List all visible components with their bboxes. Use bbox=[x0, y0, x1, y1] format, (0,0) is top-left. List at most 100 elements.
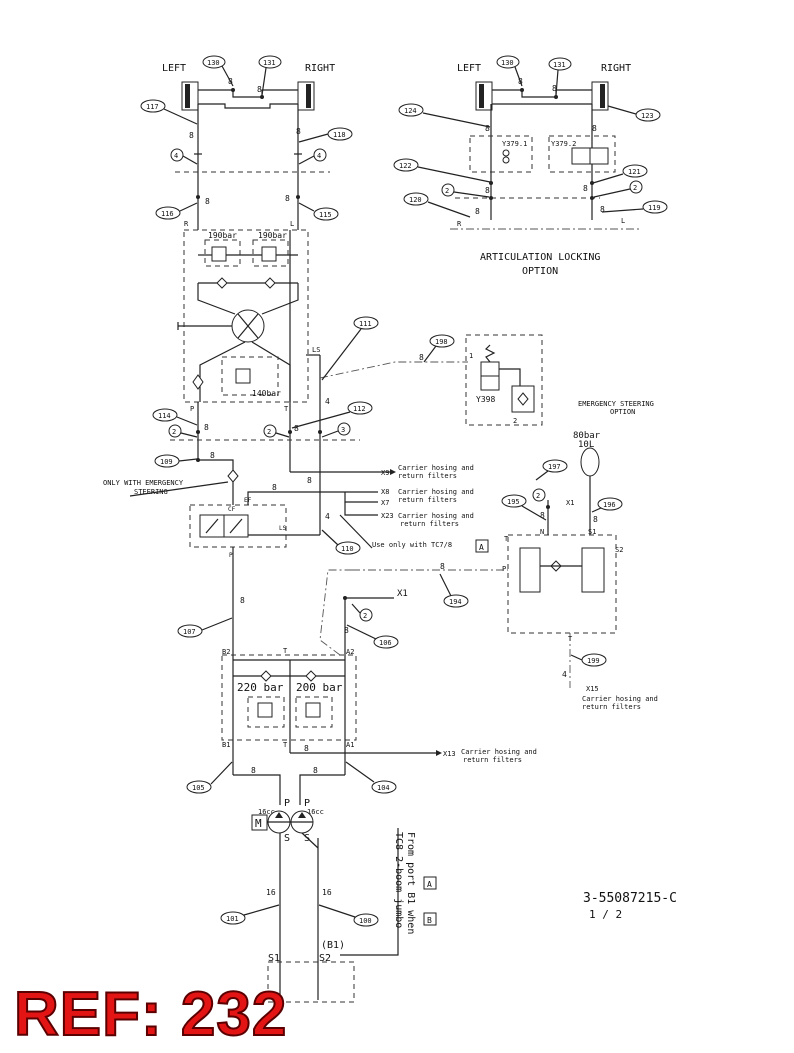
port-N: N bbox=[540, 528, 544, 536]
main-relief-block: B2 A2 B1 A1 T T 220 bar 200 bar 8 X13 Ca… bbox=[221, 569, 537, 775]
bubble-117 bbox=[140, 99, 166, 113]
bubble-198-text: 198 bbox=[435, 338, 448, 346]
x8-text-2: return filters bbox=[398, 496, 457, 504]
bubble-115 bbox=[313, 207, 339, 221]
port-T: T bbox=[283, 741, 288, 749]
hose-size-label: 4 bbox=[325, 397, 330, 406]
conn-x23: X23 bbox=[381, 512, 394, 520]
bubble-199-text: 199 bbox=[587, 657, 600, 665]
accumulator-volume: 10L bbox=[578, 440, 594, 450]
bubble-114-text: 114 bbox=[158, 412, 171, 420]
pump-displacement-right: 16cc bbox=[307, 808, 324, 816]
orbitrol-relief-pressure: 140bar bbox=[252, 389, 281, 398]
hose-size-label: 8 bbox=[257, 85, 262, 94]
port-T: T bbox=[568, 635, 573, 643]
relief-valve-left bbox=[211, 246, 227, 262]
bubble-122-text: 122 bbox=[399, 162, 412, 170]
bubble-4-text: 4 bbox=[317, 152, 321, 160]
x8-text-1: Carrier hosing and bbox=[398, 488, 474, 496]
bubble-106-text: 106 bbox=[379, 639, 392, 647]
bubble-123-text: 123 bbox=[641, 112, 654, 120]
conn-x7: X7 bbox=[381, 499, 389, 507]
hose-size-label: 8 bbox=[307, 476, 312, 485]
bubble-4-text: 4 bbox=[174, 152, 178, 160]
y398-port-2: 2 bbox=[513, 417, 517, 425]
bubble-123 bbox=[635, 108, 661, 122]
bubble-197 bbox=[542, 459, 568, 473]
bubble-195-text: 195 bbox=[507, 498, 520, 506]
port-P: P bbox=[190, 405, 194, 413]
bubble-107 bbox=[177, 624, 203, 638]
bubble-124 bbox=[398, 103, 424, 117]
hose-size-label: 8 bbox=[583, 184, 588, 193]
cylinder-left-piston bbox=[185, 84, 190, 108]
bubble-131-text: 131 bbox=[553, 61, 566, 69]
note-from-port-2: TC8 2-boom jumbo bbox=[393, 832, 404, 928]
bubble-111-text: 111 bbox=[359, 320, 372, 328]
bubble-2-text: 2 bbox=[633, 184, 637, 192]
bubble-4 bbox=[313, 148, 327, 162]
bubble-120 bbox=[403, 192, 429, 206]
pump-port-P: P bbox=[304, 798, 310, 809]
hose-size-label: 8 bbox=[296, 127, 301, 136]
x23-text-2: return filters bbox=[400, 520, 459, 528]
bubble-116-text: 116 bbox=[161, 210, 174, 218]
x9-text-2: return filters bbox=[398, 472, 457, 480]
port-L: L bbox=[290, 220, 294, 228]
conn-x13: X13 bbox=[443, 750, 456, 758]
bubble-130-text: 130 bbox=[207, 59, 220, 67]
articulation-locking-option: LEFT RIGHT 8 8 8 8 Y379.1 Y379.2 8 8 8 8… bbox=[450, 63, 640, 277]
y398-valve: 8 1 2 Y398 bbox=[319, 334, 543, 426]
bubble-131-text: 131 bbox=[263, 59, 276, 67]
x15-text-2: return filters bbox=[582, 703, 641, 711]
hose-size-label: 8 bbox=[440, 562, 445, 571]
relief-valve-right bbox=[261, 246, 277, 262]
port-P: P bbox=[229, 552, 233, 559]
label-left: LEFT bbox=[162, 63, 186, 74]
shuttle-check bbox=[227, 469, 239, 483]
carrier-connections-group: X8 Carrier hosing and return filters X7 … bbox=[339, 488, 489, 553]
pump-displacement-left: 16cc bbox=[258, 808, 275, 816]
bubble-130 bbox=[202, 55, 226, 69]
hose-size-label: 4 bbox=[562, 670, 567, 679]
hose-size-label: 8 bbox=[240, 596, 245, 605]
bubble-120-text: 120 bbox=[409, 196, 422, 204]
relief-pressure-left: 190bar bbox=[208, 231, 237, 240]
bubble-114 bbox=[152, 408, 178, 422]
hose-size-label: 8 bbox=[540, 511, 545, 520]
conn-x9: X9 bbox=[381, 469, 389, 477]
bubble-131 bbox=[548, 57, 572, 71]
bubble-194 bbox=[443, 594, 469, 608]
port-S1: S1 bbox=[588, 528, 596, 536]
ref-stamp: REF: 232 bbox=[13, 980, 288, 1049]
hose-size-label: 8 bbox=[593, 515, 598, 524]
bubble-3 bbox=[337, 422, 351, 436]
conn-x1: X1 bbox=[397, 589, 408, 599]
bubble-109-text: 109 bbox=[160, 458, 173, 466]
tank-port-S1: S1 bbox=[268, 953, 280, 964]
bubble-130-text: 130 bbox=[501, 59, 514, 67]
emergency-title-2: OPTION bbox=[610, 408, 635, 416]
motor-label: M bbox=[255, 817, 262, 830]
bubble-105 bbox=[186, 780, 212, 794]
port-B1: B1 bbox=[222, 741, 230, 749]
bubble-130 bbox=[496, 55, 520, 69]
lines-mid: 8 8 4 8 8 X9 Carrier hosing and return f… bbox=[170, 355, 474, 535]
port-S2: S2 bbox=[615, 546, 623, 554]
hose-size-label: 8 bbox=[344, 626, 349, 635]
bubble-2-text: 2 bbox=[445, 187, 449, 195]
hose-size-label: 8 bbox=[205, 197, 210, 206]
bubble-119 bbox=[642, 200, 668, 214]
hose-size-label: 8 bbox=[210, 451, 215, 460]
hose-size-label: 8 bbox=[313, 766, 318, 775]
hose-size-label: 8 bbox=[419, 353, 424, 362]
port-A2: A2 bbox=[346, 648, 354, 656]
bubble-121 bbox=[622, 164, 648, 178]
bubble-115-text: 115 bbox=[319, 211, 332, 219]
port-LS: LS bbox=[312, 346, 320, 354]
priority-valve: ONLY WITH EMERGENCY STEERING CF EF LS P … bbox=[103, 469, 350, 655]
bubble-121-text: 121 bbox=[628, 168, 641, 176]
bubble-101 bbox=[220, 911, 246, 925]
hose-size-label: 8 bbox=[204, 423, 209, 432]
